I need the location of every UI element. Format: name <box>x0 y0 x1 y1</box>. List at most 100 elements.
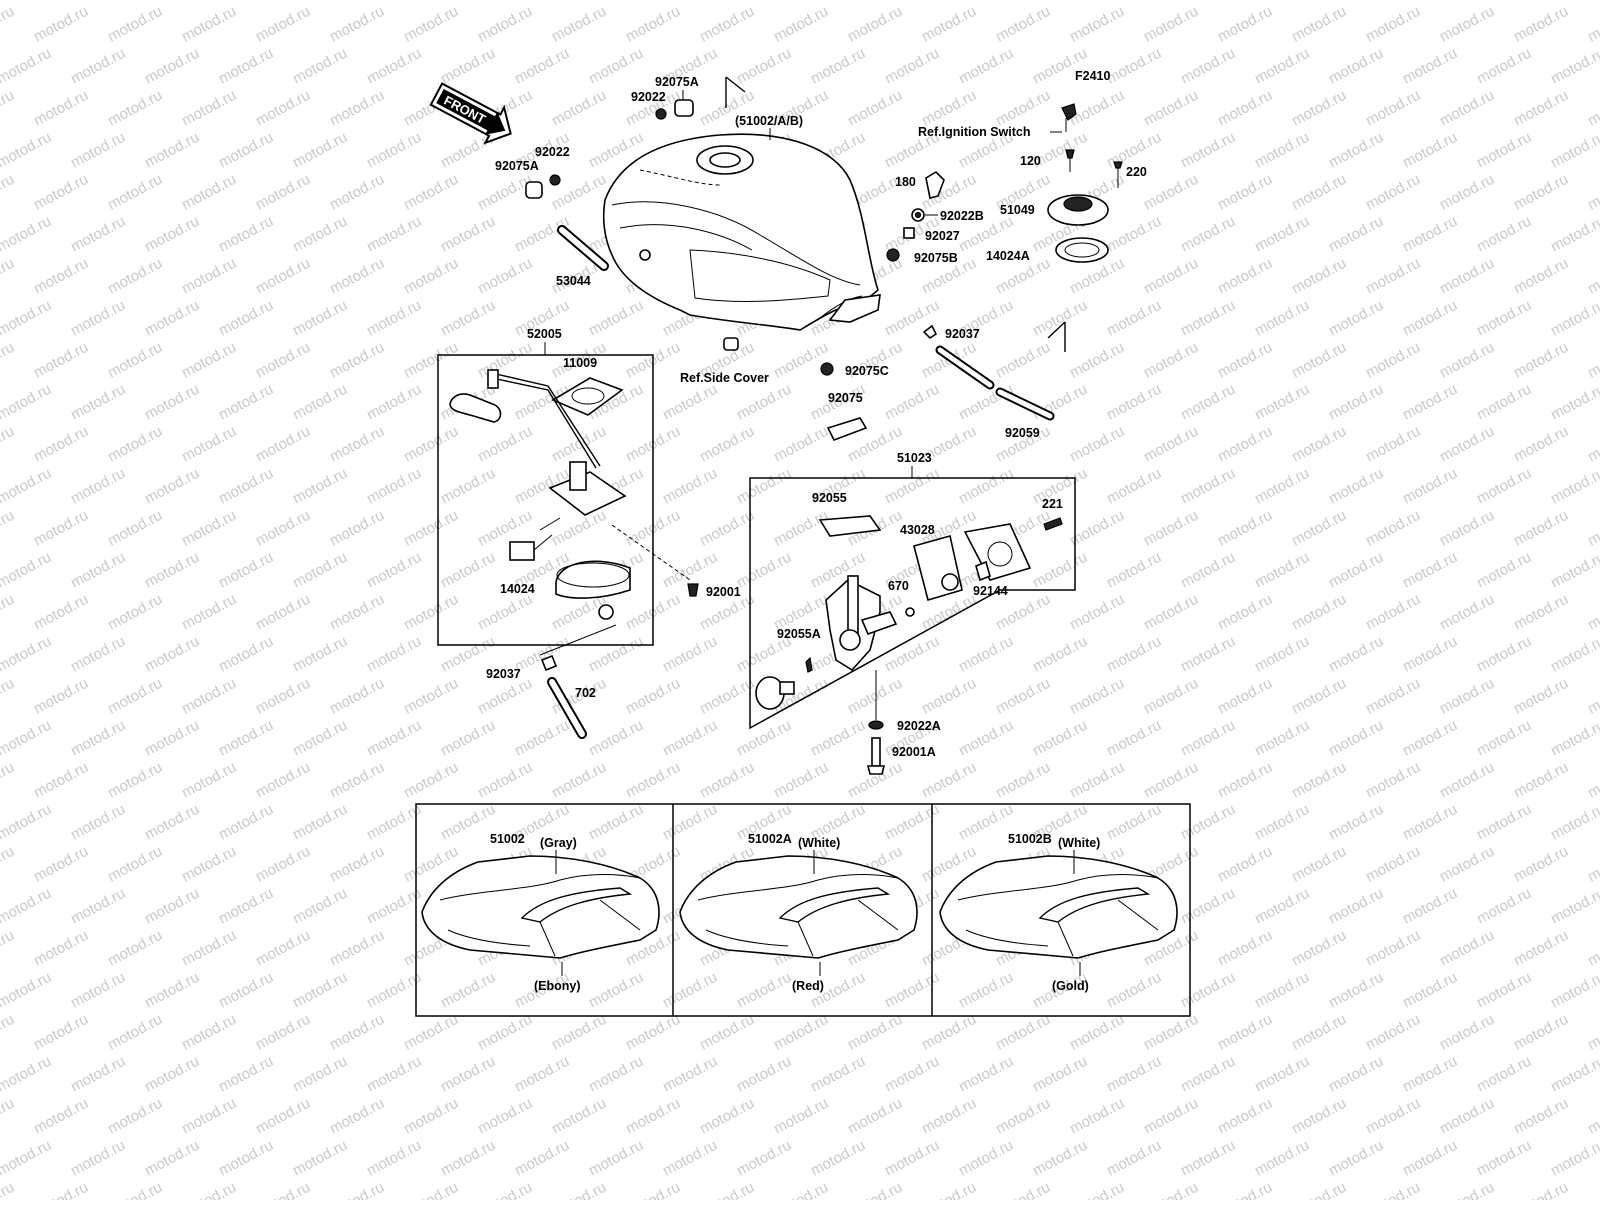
watermark-text: motod.ru <box>1437 675 1497 718</box>
watermark-text: motod.ru <box>327 339 387 382</box>
watermark-text: motod.ru <box>993 339 1053 382</box>
watermark-text: motod.ru <box>253 1095 313 1138</box>
watermark-text: motod.ru <box>1548 885 1600 928</box>
watermark-text: motod.ru <box>1252 969 1312 1012</box>
watermark-text: motod.ru <box>1400 1137 1460 1180</box>
watermark-text: motod.ru <box>1104 1137 1164 1180</box>
watermark-text: motod.ru <box>364 129 424 172</box>
watermark-text: motod.ru <box>327 1011 387 1054</box>
watermark-text: motod.ru <box>401 1011 461 1054</box>
watermark-text: motod.ru <box>660 381 720 424</box>
watermark-text: motod.ru <box>1326 381 1386 424</box>
watermark-text: motod.ru <box>327 171 387 214</box>
watermark-text: motod.ru <box>660 801 720 844</box>
watermark-text: motod.ru <box>438 549 498 592</box>
watermark-text: motod.ru <box>586 297 646 340</box>
watermark-text: motod.ru <box>1215 843 1275 886</box>
watermark-text: motod.ru <box>401 255 461 298</box>
part-92022B: 92022B <box>911 208 984 223</box>
part-92001: 92001 <box>687 583 741 599</box>
label-92022B: 92022B <box>940 209 984 223</box>
label-92001A: 92001A <box>892 745 936 759</box>
watermark-text: motod.ru <box>919 1095 979 1138</box>
watermark-text: motod.ru <box>1141 255 1201 298</box>
watermark-text: motod.ru <box>771 759 831 802</box>
watermark-text: motod.ru <box>1548 213 1600 256</box>
watermark-text: motod.ru <box>327 507 387 550</box>
watermark-text: motod.ru <box>1104 45 1164 88</box>
label-92022: 92022 <box>631 90 666 104</box>
watermark-text: motod.ru <box>1511 759 1571 802</box>
watermark-text: motod.ru <box>142 549 202 592</box>
watermark-text: motod.ru <box>771 1179 831 1200</box>
watermark-text: motod.ru <box>290 633 350 676</box>
watermark-text: motod.ru <box>1511 255 1571 298</box>
watermark-text: motod.ru <box>1178 297 1238 340</box>
watermark-text: motod.ru <box>216 549 276 592</box>
watermark-text: motod.ru <box>142 633 202 676</box>
watermark-text: motod.ru <box>1215 87 1275 130</box>
watermark-text: motod.ru <box>1141 339 1201 382</box>
watermark-text: motod.ru <box>1400 465 1460 508</box>
watermark-text: motod.ru <box>1363 87 1423 130</box>
watermark-text: motod.ru <box>253 339 313 382</box>
watermark-text: motod.ru <box>808 45 868 88</box>
watermark-text: motod.ru <box>1141 759 1201 802</box>
watermark-text: motod.ru <box>68 465 128 508</box>
watermark-text: motod.ru <box>1289 591 1349 634</box>
watermark-text: motod.ru <box>1437 423 1497 466</box>
watermark-text: motod.ru <box>0 1179 17 1200</box>
watermark-text: motod.ru <box>845 1095 905 1138</box>
watermark-text: motod.ru <box>0 45 54 88</box>
label-220: 220 <box>1126 165 1147 179</box>
watermark-text: motod.ru <box>1104 213 1164 256</box>
watermark-text: motod.ru <box>512 1053 572 1096</box>
watermark-text: motod.ru <box>1326 633 1386 676</box>
watermark-text: motod.ru <box>1474 381 1534 424</box>
label-14024A: 14024A <box>986 249 1030 263</box>
cap-51049: 51049 <box>1000 194 1109 226</box>
watermark-text: motod.ru <box>1289 675 1349 718</box>
watermark-text: motod.ru <box>845 1011 905 1054</box>
label-52005: 52005 <box>527 327 562 341</box>
label-92001: 92001 <box>706 585 741 599</box>
variant-top-color-label: (Gray) <box>540 836 577 850</box>
watermark-text: motod.ru <box>549 423 609 466</box>
corner-mark <box>1047 321 1066 352</box>
watermark-text: motod.ru <box>290 465 350 508</box>
watermark-text: motod.ru <box>1030 549 1090 592</box>
watermark-text: motod.ru <box>1400 969 1460 1012</box>
part-92144: 92144 <box>973 560 1008 598</box>
watermark-text: motod.ru <box>1474 549 1534 592</box>
watermark-text: motod.ru <box>142 465 202 508</box>
watermark-text: motod.ru <box>1363 3 1423 46</box>
watermark-text: motod.ru <box>31 591 91 634</box>
watermark-text: motod.ru <box>401 171 461 214</box>
part-670: 670 <box>888 579 915 617</box>
watermark-text: motod.ru <box>1289 1095 1349 1138</box>
variant-top-color-label: (White) <box>798 836 840 850</box>
watermark-text: motod.ru <box>401 3 461 46</box>
watermark-text: motod.ru <box>1437 255 1497 298</box>
watermark-text: motod.ru <box>253 423 313 466</box>
watermark-text: motod.ru <box>1141 591 1201 634</box>
watermark-text: motod.ru <box>142 297 202 340</box>
watermark-text: motod.ru <box>586 717 646 760</box>
watermark-text: motod.ru <box>1400 717 1460 760</box>
watermark-text: motod.ru <box>1585 759 1600 802</box>
watermark-text: motod.ru <box>105 171 165 214</box>
hose-702: 702 <box>547 677 596 739</box>
watermark-text: motod.ru <box>327 675 387 718</box>
watermark-text: motod.ru <box>734 45 794 88</box>
watermark-text: motod.ru <box>290 801 350 844</box>
label-92055: 92055 <box>812 491 847 505</box>
watermark-text: motod.ru <box>179 759 239 802</box>
ignition-key <box>1061 103 1077 132</box>
watermark-text: motod.ru <box>1585 423 1600 466</box>
watermark-text: motod.ru <box>68 1137 128 1180</box>
watermark-text: motod.ru <box>1030 1053 1090 1096</box>
part-220: 220 <box>1113 161 1147 188</box>
watermark-text: motod.ru <box>623 1011 683 1054</box>
watermark-text: motod.ru <box>253 3 313 46</box>
watermark-text: motod.ru <box>179 1179 239 1200</box>
